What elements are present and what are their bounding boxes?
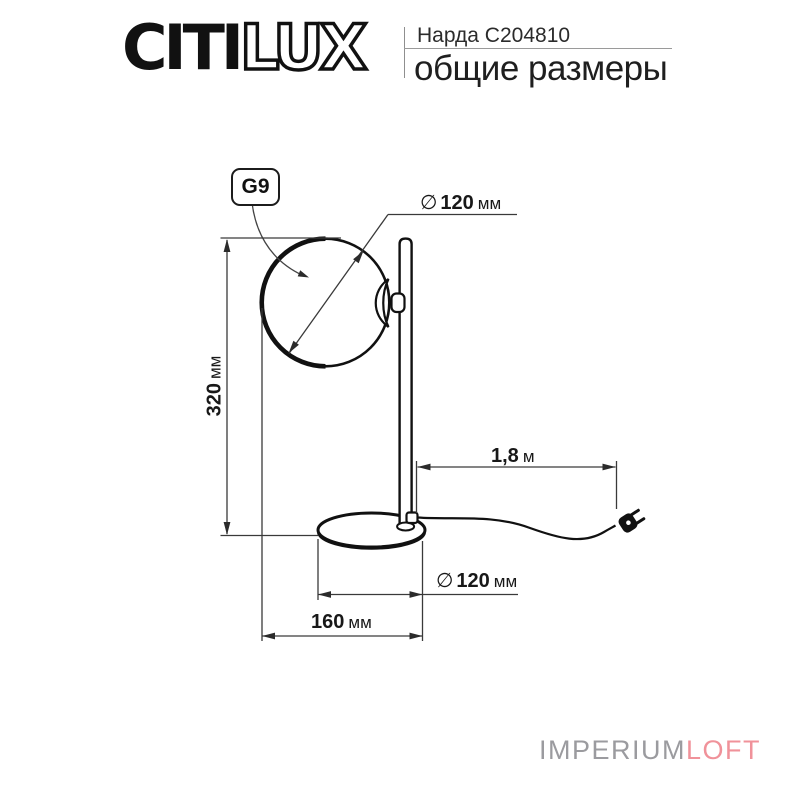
dimension-base-diameter — [317, 539, 518, 641]
lamp-stem — [396, 237, 419, 532]
lamp-base — [316, 511, 427, 550]
dimension-height — [220, 237, 341, 537]
page-title: общие размеры — [414, 49, 668, 88]
dimension-base-width — [261, 308, 423, 641]
logo-text-outline: LUX — [238, 11, 369, 84]
socket-leader-line — [251, 202, 309, 278]
height-label: 320мм — [203, 355, 226, 417]
diameter-symbol: ∅ — [436, 570, 454, 592]
power-cord — [417, 516, 617, 541]
citilux-logo: CITILUX — [122, 14, 369, 82]
watermark-text-gray: IMPERIUM — [539, 735, 686, 765]
imperiumloft-watermark: IMPERIUMLOFT — [539, 735, 761, 766]
dimension-shade-diameter — [288, 213, 517, 354]
product-name: Нарда C204810 — [417, 24, 571, 47]
socket-type-label: G9 — [241, 175, 270, 198]
socket-type-badge: G9 — [231, 168, 280, 206]
shade-mount — [374, 278, 406, 328]
diameter-symbol: ∅ — [420, 192, 438, 214]
header-divider-horizontal — [404, 48, 672, 49]
dimension-cord-length — [415, 461, 618, 513]
logo-text-solid: CITI — [122, 11, 244, 84]
header-divider-vertical — [404, 27, 405, 78]
watermark-text-pink: LOFT — [686, 735, 762, 765]
power-plug-icon — [618, 508, 646, 533]
